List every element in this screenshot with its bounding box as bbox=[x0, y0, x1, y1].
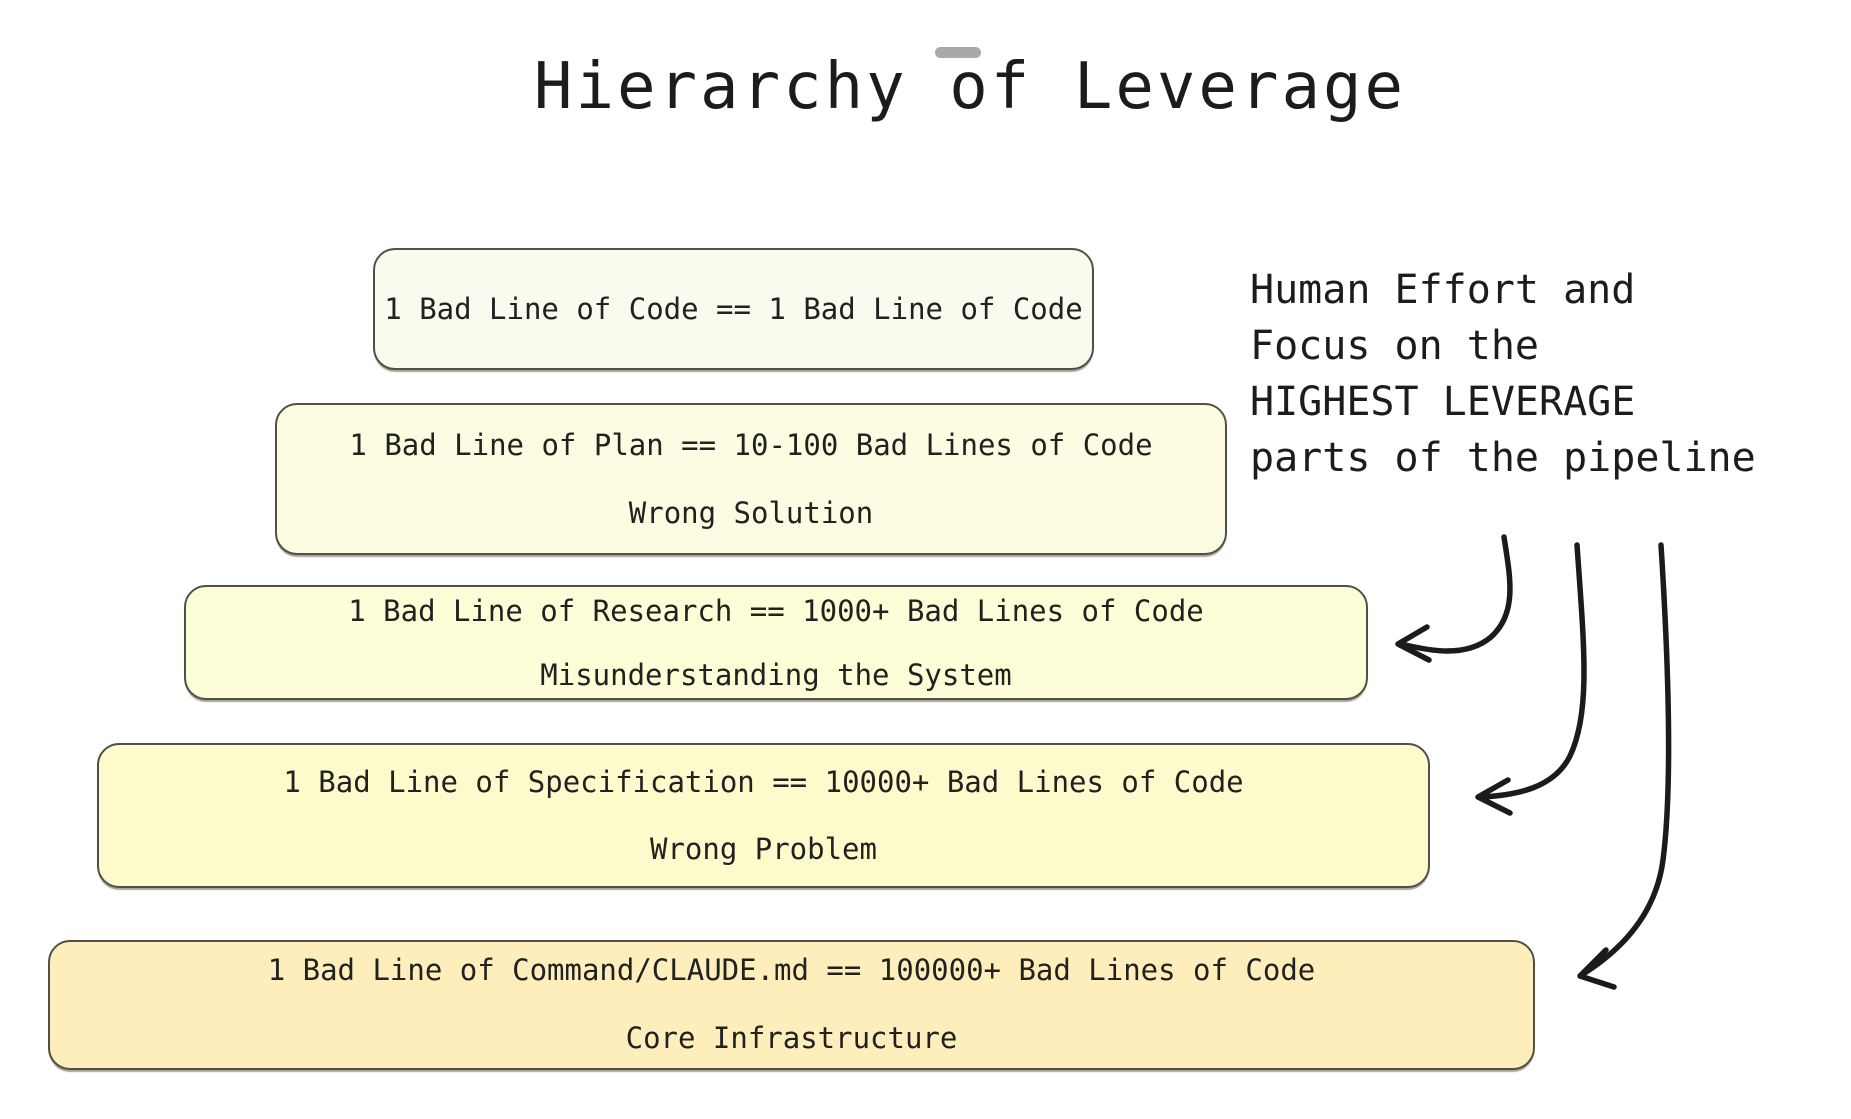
level-box-command: 1 Bad Line of Command/CLAUDE.md == 10000… bbox=[48, 940, 1535, 1070]
level-caption: Core Infrastructure bbox=[625, 1021, 958, 1055]
page-title: Hierarchy of Leverage bbox=[533, 50, 1407, 124]
level-box-plan: 1 Bad Line of Plan == 10-100 Bad Lines o… bbox=[275, 403, 1227, 555]
level-box-research: 1 Bad Line of Research == 1000+ Bad Line… bbox=[184, 585, 1368, 700]
level-box-code: 1 Bad Line of Code == 1 Bad Line of Code bbox=[373, 248, 1094, 370]
level-equation: 1 Bad Line of Specification == 10000+ Ba… bbox=[283, 765, 1244, 799]
level-box-specification: 1 Bad Line of Specification == 10000+ Ba… bbox=[97, 743, 1430, 888]
level-equation: 1 Bad Line of Plan == 10-100 Bad Lines o… bbox=[349, 428, 1153, 462]
level-equation: 1 Bad Line of Code == 1 Bad Line of Code bbox=[384, 292, 1083, 326]
note-line: parts of the pipeline bbox=[1250, 435, 1756, 481]
note-line: Focus on the bbox=[1250, 323, 1539, 369]
level-equation: 1 Bad Line of Research == 1000+ Bad Line… bbox=[348, 594, 1204, 628]
level-caption: Misunderstanding the System bbox=[540, 658, 1012, 692]
level-equation: 1 Bad Line of Command/CLAUDE.md == 10000… bbox=[267, 953, 1316, 987]
arrow-to-research-level-icon bbox=[1395, 534, 1513, 663]
human-effort-note: Human Effort and Focus on the HIGHEST LE… bbox=[1250, 262, 1756, 486]
arrow-to-command-level-icon bbox=[1577, 542, 1672, 990]
title-accent-dash bbox=[935, 47, 981, 58]
arrow-to-specification-level-icon bbox=[1475, 542, 1587, 816]
level-caption: Wrong Solution bbox=[628, 496, 874, 530]
note-line: Human Effort and bbox=[1250, 267, 1636, 313]
note-line: HIGHEST LEVERAGE bbox=[1250, 379, 1636, 425]
level-caption: Wrong Problem bbox=[650, 832, 877, 866]
